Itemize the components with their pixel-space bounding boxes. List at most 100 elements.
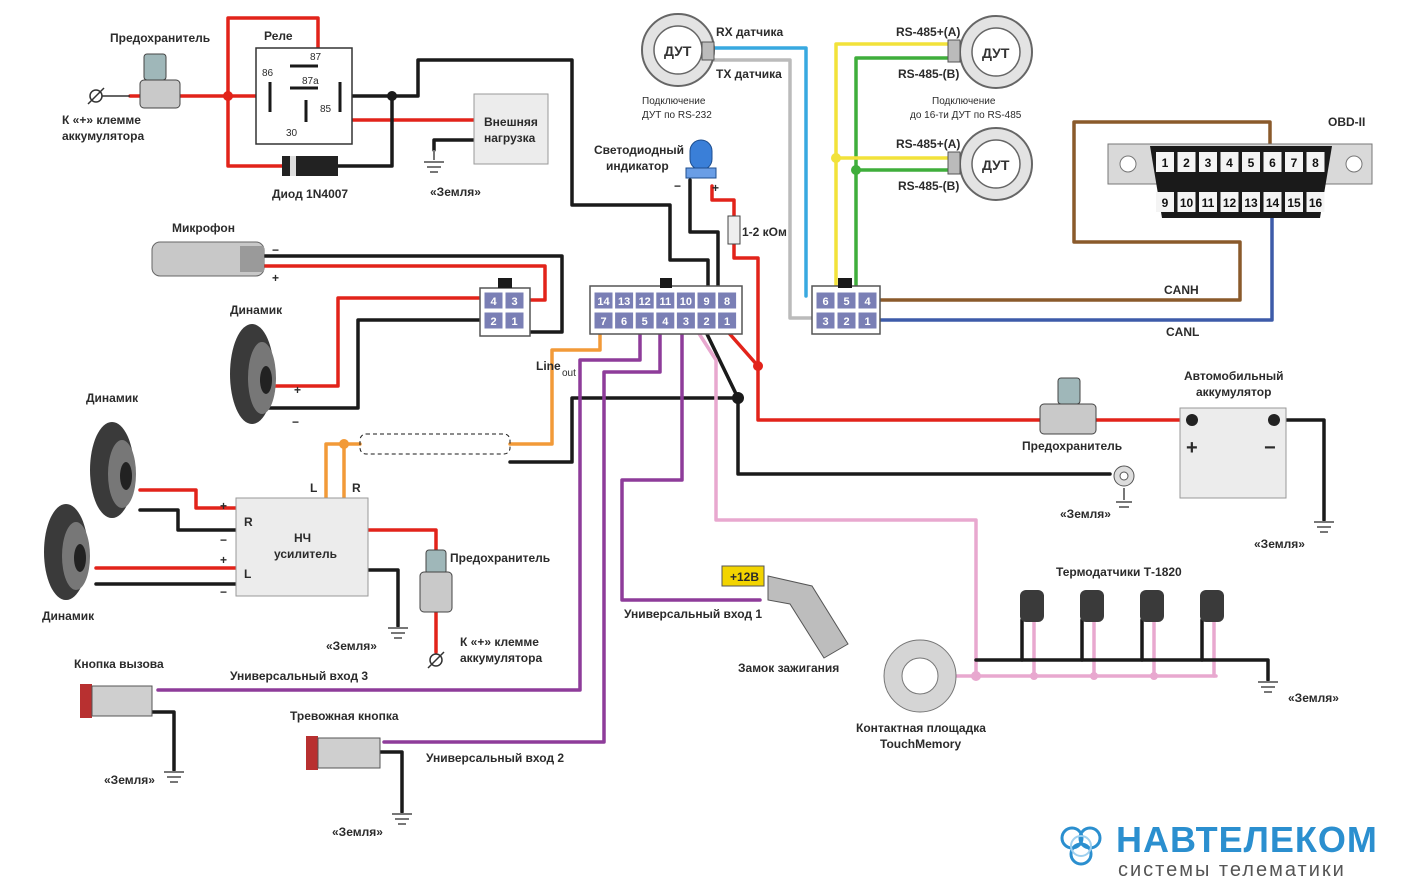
battery-plus-amp-label-2: аккумулятора: [460, 651, 542, 665]
wire-lineout-shield: [508, 396, 740, 464]
fuse-top-label: Предохранитель: [110, 31, 210, 45]
relay-pin-87: 87: [310, 52, 322, 63]
main-pin-13: [614, 291, 635, 310]
obd-pin-label: 4: [1226, 156, 1233, 170]
rs-pin-label: 2: [843, 316, 849, 328]
dut-rs485-label-2: до 16-ти ДУТ по RS-485: [910, 110, 1022, 121]
main-pin-label: 2: [703, 316, 709, 328]
diode-icon: [282, 156, 338, 176]
wire-mic-minus: [263, 254, 564, 334]
wires: [94, 16, 1326, 814]
canl-label: CANL: [1166, 325, 1199, 339]
mic-minus-label: −: [272, 243, 279, 257]
audio-pin-3: [504, 291, 525, 310]
battery-plus-top-label-2: аккумулятора: [62, 129, 144, 143]
ground-alarm-label: «Земля»: [332, 825, 383, 839]
wire-one-wire-main: [696, 330, 978, 678]
wire-spk2-plus: [138, 488, 238, 510]
obd-pin-16: [1306, 192, 1325, 212]
wire-speaker-minus: [266, 318, 486, 410]
obd-pin-10: [1177, 192, 1196, 212]
amp-L-label: L: [310, 481, 317, 495]
ext-load-label-1: Внешняя: [484, 115, 538, 129]
dut-sensor-icon: [947, 127, 1033, 201]
speaker-icon: [44, 504, 90, 600]
ground-icon: [424, 150, 444, 173]
wire-load-ground: [432, 138, 476, 152]
obd-pin-3: [1199, 152, 1217, 172]
wire-alarm-ground: [378, 750, 404, 814]
obd-pin-8: [1306, 152, 1325, 172]
relay-label: Реле: [264, 29, 293, 43]
led-minus-label: −: [674, 179, 681, 193]
obd-pin-label: 3: [1205, 156, 1212, 170]
obd-pin-12: [1220, 192, 1239, 212]
rs-pin-label: 5: [843, 296, 849, 308]
ground-call-label: «Земля»: [104, 773, 155, 787]
wire-led-plus-1: [710, 184, 736, 218]
tx-sensor-label: TX датчика: [716, 67, 782, 81]
thermo-label: Термодатчики Т-1820: [1056, 565, 1182, 579]
main-pin-12: [634, 291, 655, 310]
main-pin-14: [593, 291, 614, 310]
microphone-icon: [151, 241, 265, 277]
junction-dots: [223, 91, 1158, 681]
led-plus-label: +: [712, 181, 719, 195]
obd-pin-label: 6: [1269, 156, 1276, 170]
led-icon: [685, 139, 717, 179]
battery-terminal-icon: [427, 651, 445, 669]
wire-led-plus-2: [732, 242, 760, 368]
ground-icon: [1258, 681, 1278, 693]
wire-battery-ground: [1272, 418, 1326, 522]
main-pin-label: 14: [597, 296, 610, 308]
car-battery-label-2: аккумулятор: [1196, 385, 1271, 399]
obd-pin-13: [1242, 192, 1260, 212]
obd-pin-label: 12: [1223, 196, 1237, 210]
amp-R-label: R: [352, 481, 361, 495]
wire-univ-in-2: [382, 330, 662, 744]
rs485-a-label-1: RS-485+(A): [896, 25, 960, 39]
wire-mic-plus: [263, 264, 547, 302]
amplifier-box: [235, 497, 369, 597]
wire-power-main: [726, 330, 1042, 422]
rs-pin-label: 3: [822, 316, 828, 328]
univ-in-2-label: Универсальный вход 2: [426, 751, 564, 765]
main-pin-10: [675, 291, 696, 310]
wire-diode-red: [226, 94, 284, 168]
rx-sensor-label: RX датчика: [716, 25, 784, 39]
touch-label-2: TouchMemory: [880, 737, 961, 751]
speaker-3-minus: −: [220, 585, 227, 599]
touch-label-1: Контактная площадка: [856, 721, 986, 735]
car-battery-minus: −: [1264, 437, 1276, 459]
audio-pin-label: 2: [490, 316, 496, 328]
audio-pin-1: [504, 311, 525, 330]
ground-icon: [1314, 521, 1334, 533]
obd-pin-15: [1285, 192, 1303, 212]
ground-icon: [392, 813, 412, 825]
car-battery-label-1: Автомобильный: [1184, 369, 1284, 383]
alarm-button-icon: [306, 736, 381, 770]
main-pin-label: 7: [600, 316, 606, 328]
led-label-2: индикатор: [606, 159, 669, 173]
fuse-icon: [419, 549, 453, 613]
wire-ground-main: [704, 330, 1112, 476]
obd-pin-label: 8: [1312, 156, 1319, 170]
battery-plus-top-label-1: К «+» клемме: [62, 113, 141, 127]
speaker-3-label: Динамик: [42, 609, 95, 623]
lineout-sub-label: out: [562, 368, 576, 379]
amp-L-in-label: L: [244, 567, 251, 581]
speaker-1-plus: +: [294, 383, 301, 397]
obd-pin-6: [1263, 152, 1282, 172]
wire-relay87: [226, 16, 320, 98]
ground-lug-icon: [1113, 465, 1135, 508]
speaker-3-plus: +: [220, 553, 227, 567]
wire-univ-in-3: [156, 330, 642, 692]
car-battery-icon: [1179, 407, 1287, 499]
speaker-1-label: Динамик: [230, 303, 283, 317]
thermo-sensor-icon: [1020, 590, 1224, 622]
wire-rs485-b1: [854, 56, 950, 298]
main-pin-label: 10: [680, 296, 692, 308]
